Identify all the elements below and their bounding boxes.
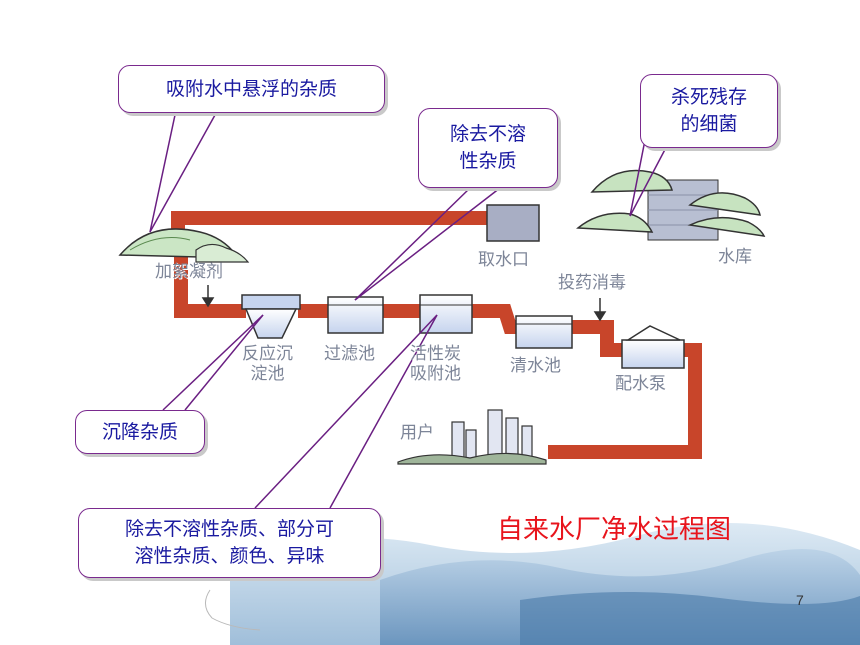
callout-remove-insoluble-line2: 性杂质: [459, 150, 517, 172]
user-buildings: [397, 409, 547, 465]
callout-kill-bacteria: 杀死残存 的细菌: [640, 74, 778, 148]
dosing-arrow: [201, 285, 607, 322]
clear-water-tank: [515, 315, 573, 349]
label-carbon-line1: 活性炭: [410, 344, 461, 364]
pipeline: [171, 211, 702, 459]
callout-pointers: [149, 114, 671, 509]
label-carbon: 活性炭 吸附池: [410, 344, 461, 384]
label-sedimentation-line2: 淀池: [250, 364, 285, 384]
callout-remove-insoluble: 除去不溶 性杂质: [418, 108, 558, 188]
callout-carbon-adsorption: 除去不溶性杂质、部分可 溶性杂质、颜色、异味: [78, 508, 381, 578]
label-pump: 配水泵: [615, 374, 666, 394]
callout-remove-insoluble-line1: 除去不溶: [449, 123, 526, 145]
label-reservoir: 水库: [718, 247, 752, 267]
callout-adsorb-impurities: 吸附水中悬浮的杂质: [118, 65, 385, 113]
landscape-decoration: [205, 523, 860, 645]
label-filter: 过滤池: [324, 344, 375, 364]
carbon-tank: [419, 294, 473, 334]
label-sedimentation: 反应沉 淀池: [242, 344, 293, 384]
label-sedimentation-line1: 反应沉: [242, 344, 293, 364]
reservoir: [576, 169, 766, 241]
label-coagulant: 加絮凝剂: [155, 262, 223, 282]
callout-carbon-line1: 除去不溶性杂质、部分可: [124, 518, 334, 540]
sedimentation-tank: [241, 294, 301, 339]
label-disinfect: 投药消毒: [558, 273, 626, 293]
page-number: 7: [796, 592, 804, 608]
label-clear-water: 清水池: [510, 356, 561, 376]
callout-carbon-line2: 溶性杂质、颜色、异味: [134, 545, 325, 567]
callout-settle-impurities: 沉降杂质: [75, 410, 205, 454]
diagram-title: 自来水厂净水过程图: [497, 515, 732, 545]
callout-kill-bacteria-line1: 杀死残存: [670, 86, 747, 108]
callout-kill-bacteria-line2: 的细菌: [680, 113, 738, 135]
filter-tank: [327, 296, 384, 334]
callout-settle-text: 沉降杂质: [101, 420, 178, 443]
label-carbon-line2: 吸附池: [410, 364, 461, 384]
label-intake: 取水口: [478, 250, 529, 270]
coagulant-mound: [118, 228, 250, 263]
callout-adsorb-text: 吸附水中悬浮的杂质: [165, 77, 337, 100]
pump-house: [621, 325, 685, 369]
label-user: 用户: [400, 423, 434, 443]
intake-box: [486, 204, 540, 242]
